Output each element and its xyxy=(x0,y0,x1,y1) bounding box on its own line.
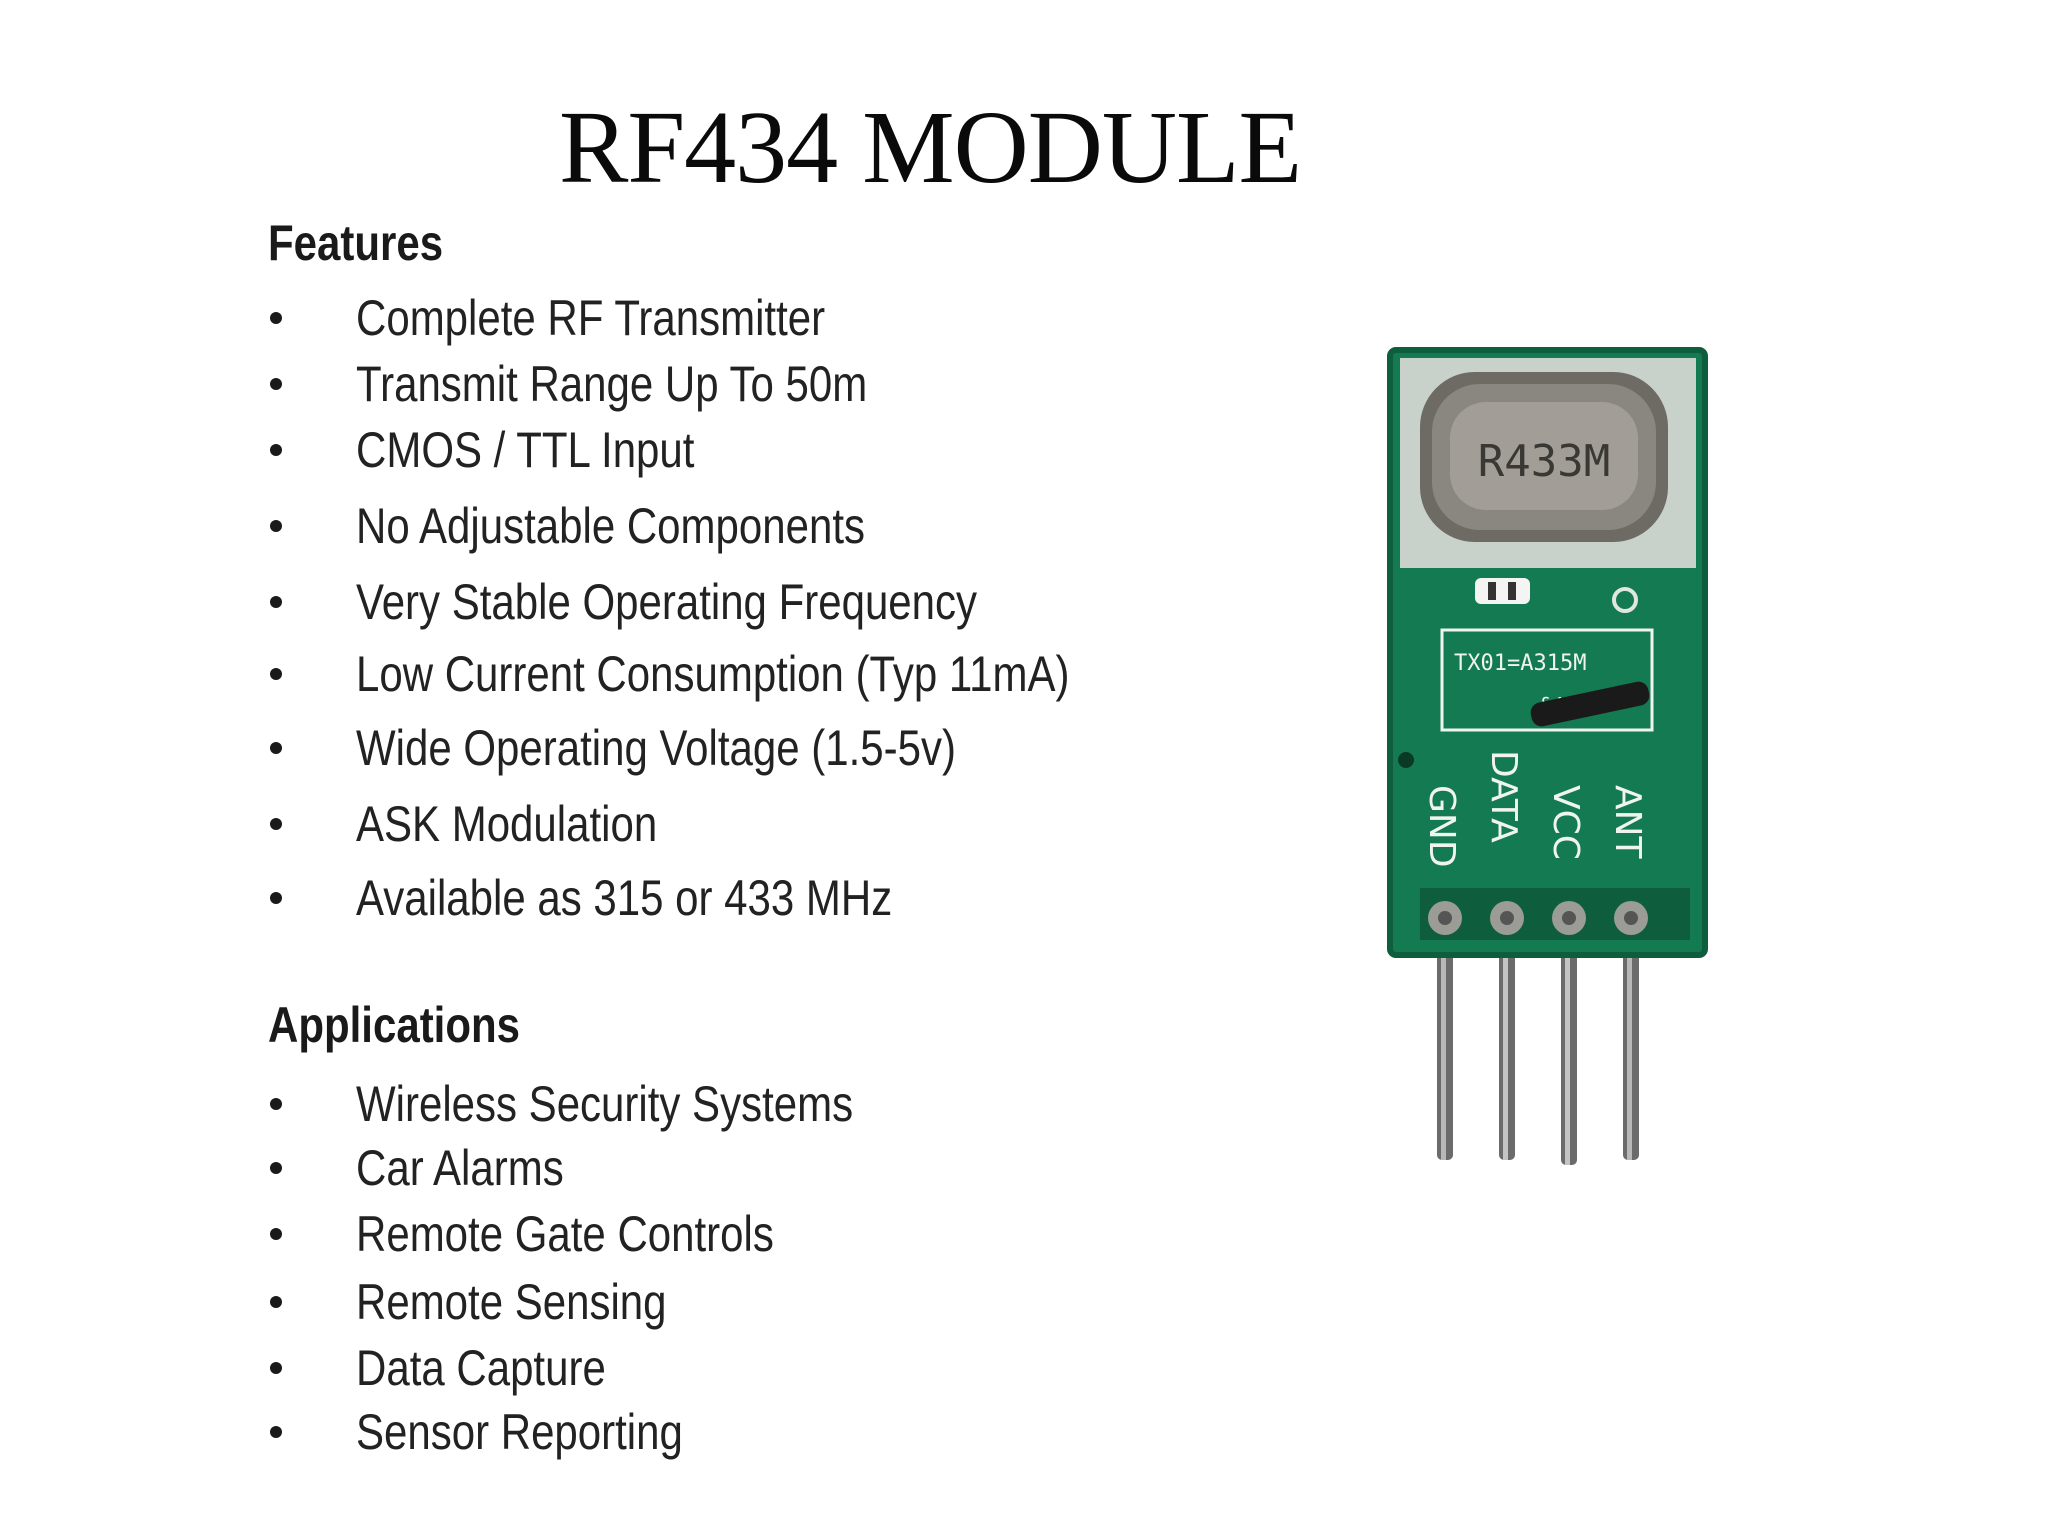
feature-text: Available as 315 or 433 MHz xyxy=(356,870,893,926)
feature-text: No Adjustable Components xyxy=(356,498,865,554)
bullet-icon xyxy=(270,668,282,680)
bullet-icon xyxy=(270,596,282,608)
bullet-icon xyxy=(270,1162,282,1174)
application-text: Wireless Security Systems xyxy=(356,1076,854,1132)
via-icon xyxy=(1612,587,1638,613)
pin-label-data: DATA xyxy=(1483,750,1524,843)
feature-text: Very Stable Operating Frequency xyxy=(356,574,978,630)
applications-heading: Applications xyxy=(268,997,521,1053)
header-pins xyxy=(1437,940,1639,1165)
bullet-icon xyxy=(270,892,282,904)
bullet-icon xyxy=(270,312,282,324)
bullet-icon xyxy=(270,1228,282,1240)
solder-pads xyxy=(1420,888,1690,940)
bullet-icon xyxy=(270,818,282,830)
pin-labels: GND DATA VCC ANT xyxy=(1421,750,1648,868)
feature-text: Wide Operating Voltage (1.5-5v) xyxy=(356,720,956,776)
smd-component xyxy=(1475,578,1530,604)
bullet-icon xyxy=(270,1098,282,1110)
bullet-icon xyxy=(270,742,282,754)
bullet-icon xyxy=(270,1296,282,1308)
application-text: Remote Gate Controls xyxy=(356,1206,774,1262)
application-text: Remote Sensing xyxy=(356,1274,667,1330)
crystal-label: R433M xyxy=(1478,436,1610,487)
bullet-icon xyxy=(270,378,282,390)
feature-text: Transmit Range Up To 50m xyxy=(356,356,868,412)
application-text: Car Alarms xyxy=(356,1140,564,1196)
pin-label-vcc: VCC xyxy=(1545,785,1586,860)
application-text: Data Capture xyxy=(356,1340,606,1396)
bullet-icon xyxy=(270,444,282,456)
bullet-icon xyxy=(270,1362,282,1374)
slide-title: RF434 MODULE xyxy=(558,90,1302,205)
feature-text: Low Current Consumption (Typ 11mA) xyxy=(356,646,1070,702)
application-text: Sensor Reporting xyxy=(356,1404,683,1460)
pin-label-ant: ANT xyxy=(1607,785,1648,860)
bullet-icon xyxy=(270,1426,282,1438)
crystal-oscillator: R433M xyxy=(1420,372,1668,542)
chip-marking-box xyxy=(1440,628,1654,732)
pin-label-gnd: GND xyxy=(1421,785,1462,868)
chip-label-1: TX01=A315M xyxy=(1454,651,1586,676)
feature-text: Complete RF Transmitter xyxy=(356,290,826,346)
bullet-icon xyxy=(270,520,282,532)
feature-text: ASK Modulation xyxy=(356,796,658,852)
features-heading: Features xyxy=(268,215,444,271)
feature-text: CMOS / TTL Input xyxy=(356,422,695,478)
